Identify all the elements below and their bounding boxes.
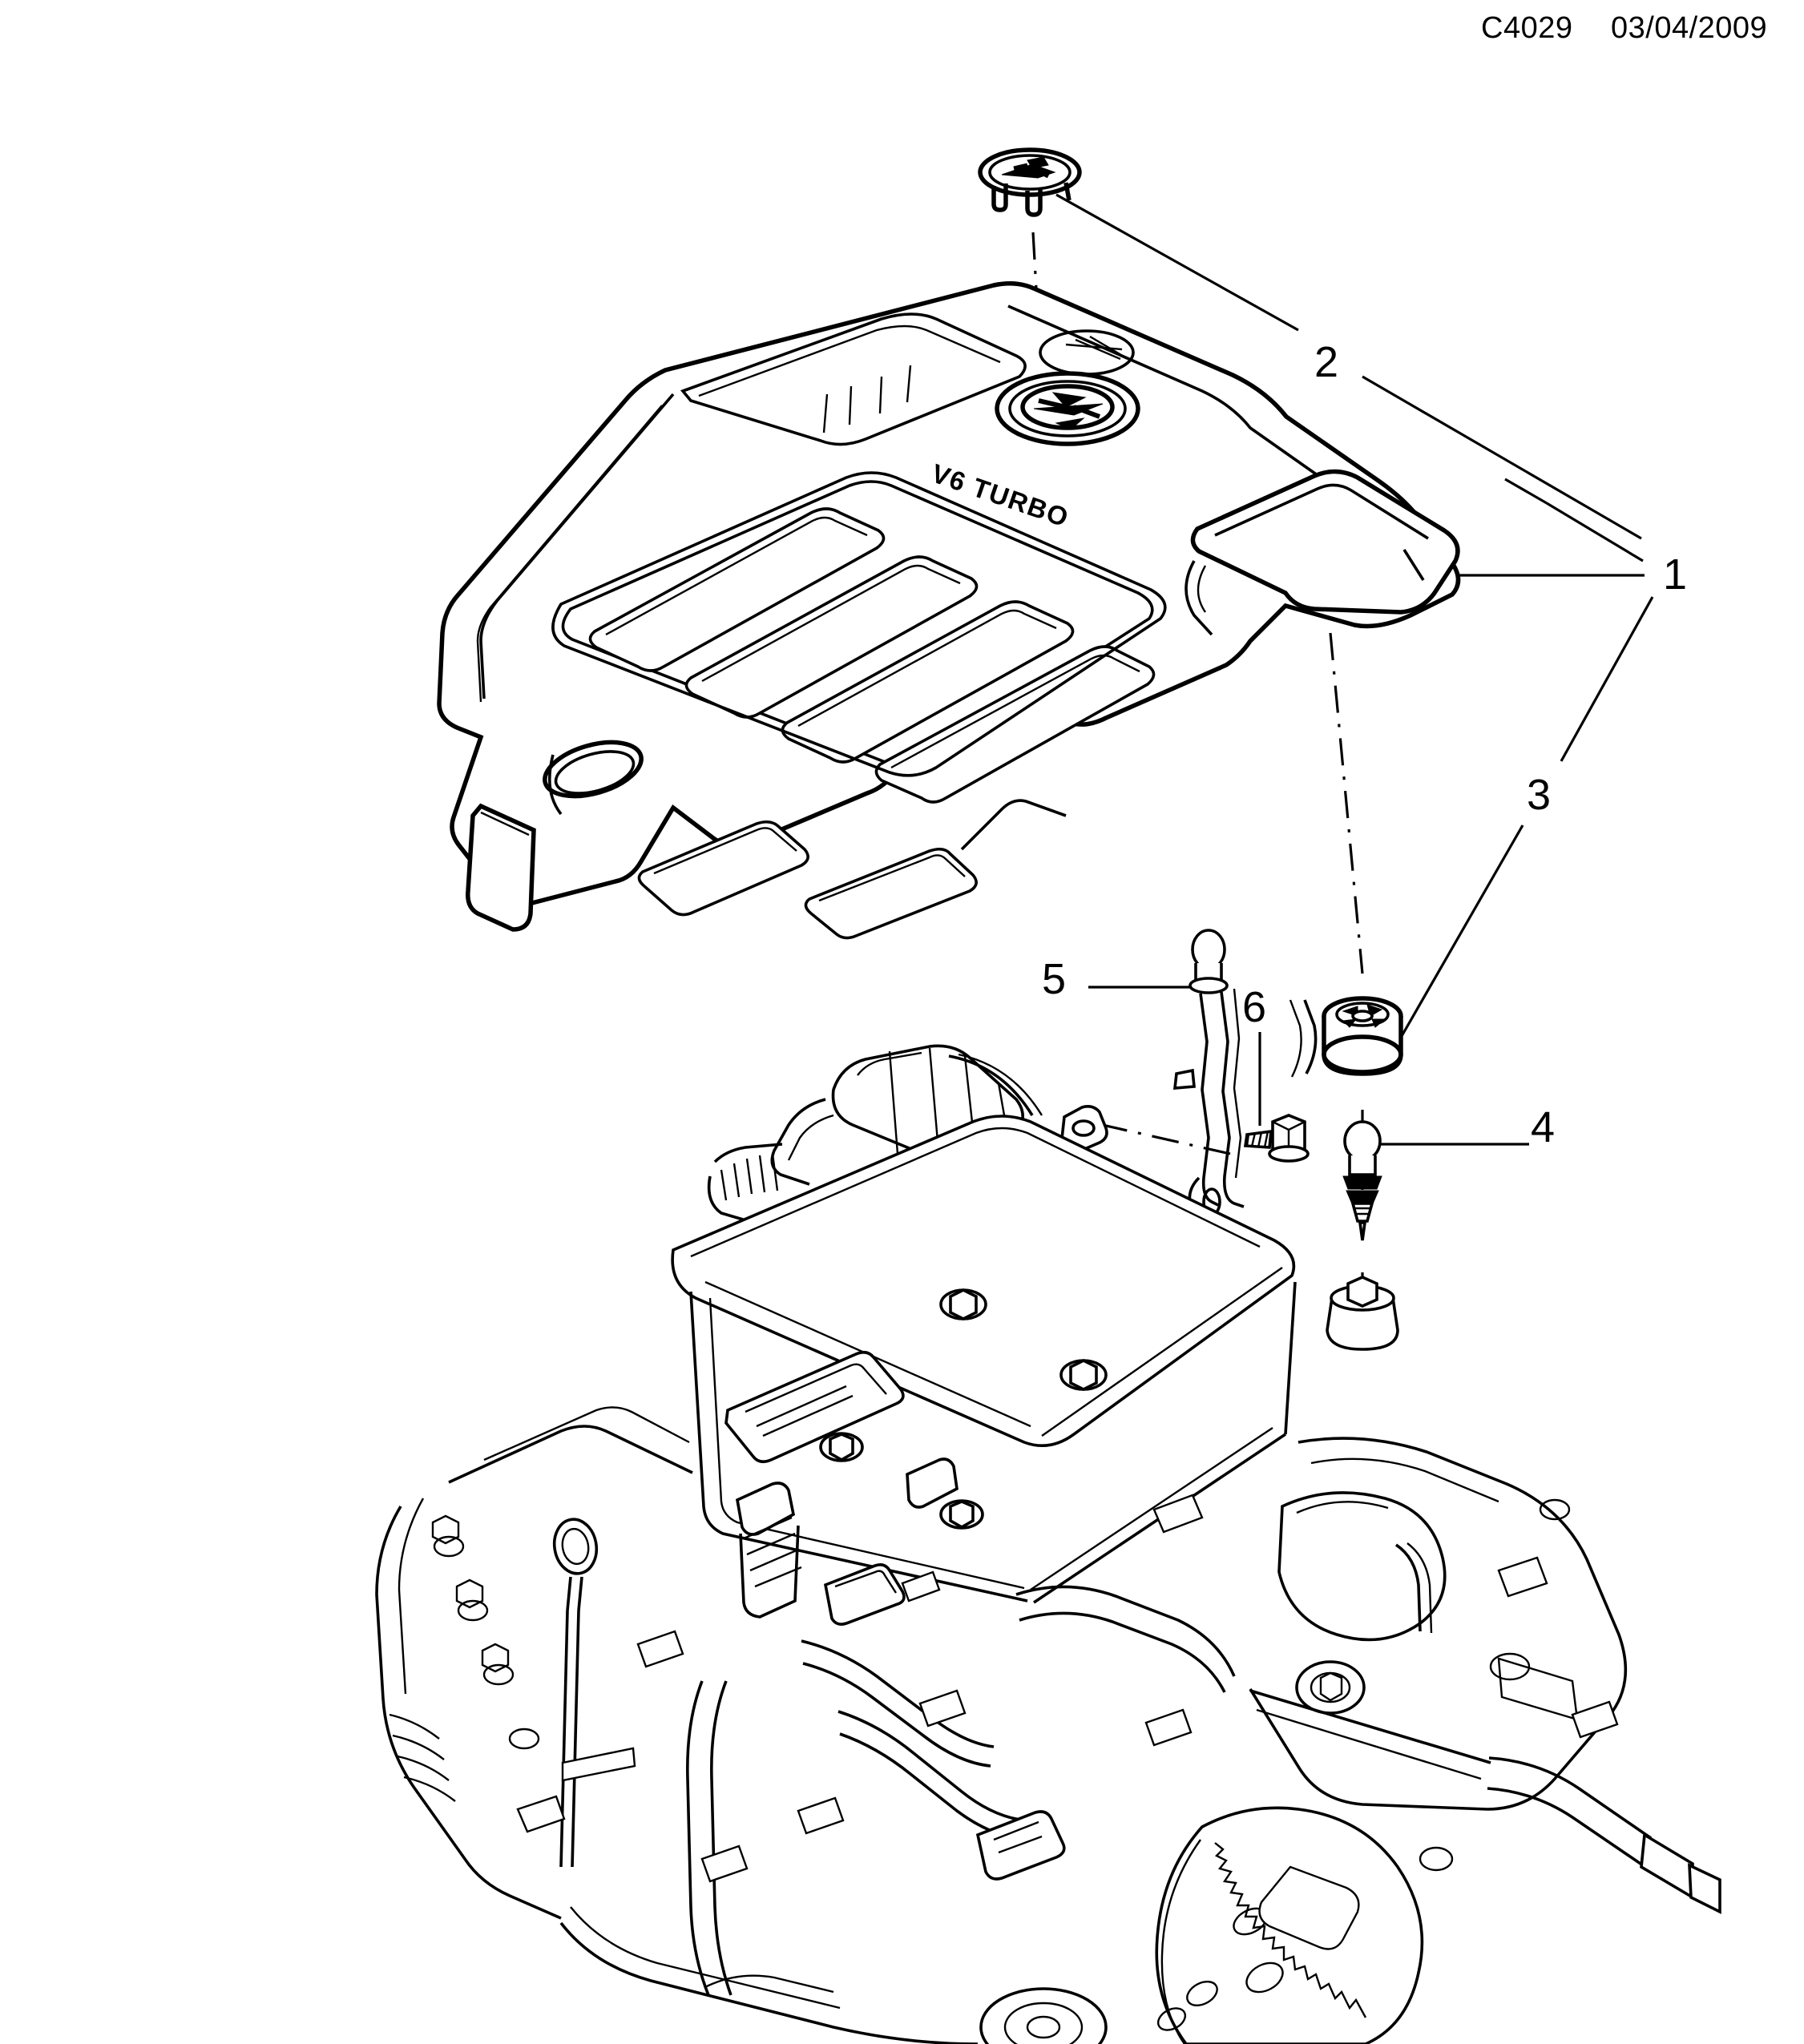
leader-lines — [1055, 193, 1654, 1146]
valve-cover — [671, 1115, 1297, 1604]
engine-left-bank — [375, 1406, 693, 1920]
valve-cover-bolts — [819, 1288, 1108, 1530]
oil-pan-lower-block — [559, 1906, 1108, 2044]
engine-right-bank — [1249, 1437, 1628, 1811]
ignition-coils — [735, 1457, 959, 1619]
engine-misc-details — [516, 1494, 1619, 1883]
callout-1[interactable]: 1 — [1663, 550, 1688, 599]
engine-appearance-cover-part1: V6 TURBO — [437, 281, 1461, 940]
flange-head-bolt-part6 — [1243, 1114, 1310, 1163]
callout-3[interactable]: 3 — [1527, 771, 1552, 819]
leader-3-upper — [1560, 596, 1654, 762]
callout-5[interactable]: 5 — [1042, 955, 1067, 1003]
leader-2a — [1055, 193, 1299, 332]
leader-1-diag — [1546, 502, 1644, 562]
engine-connectors — [823, 1563, 1066, 1881]
leader-1-diag-tail — [1504, 478, 1548, 505]
callout-6[interactable]: 6 — [1242, 983, 1267, 1031]
ball-stud-part4 — [1342, 1120, 1382, 1241]
callout-4[interactable]: 4 — [1531, 1103, 1556, 1151]
drawing-date: 03/04/2009 — [1611, 11, 1768, 45]
dipstick — [552, 1518, 636, 1868]
rubber-isolator-grommet-part3 — [1322, 996, 1403, 1076]
callout-2[interactable]: 2 — [1314, 338, 1339, 386]
engine-assembly — [375, 999, 1721, 2044]
upper-bracket-arm — [1289, 999, 1318, 1078]
centerline-grommet-to-cover — [1329, 632, 1364, 974]
cover-fins — [588, 507, 1156, 804]
emblem-glyph — [1033, 392, 1104, 430]
leader-3-lower — [1397, 824, 1524, 1042]
leader-2b — [1362, 375, 1642, 540]
cover-support-bracket-part5 — [1172, 929, 1245, 1221]
emblem-cap-part2 — [978, 147, 1082, 217]
bellhousing-flywheel — [1155, 1806, 1424, 2044]
drawing-code: C4029 — [1481, 11, 1573, 45]
